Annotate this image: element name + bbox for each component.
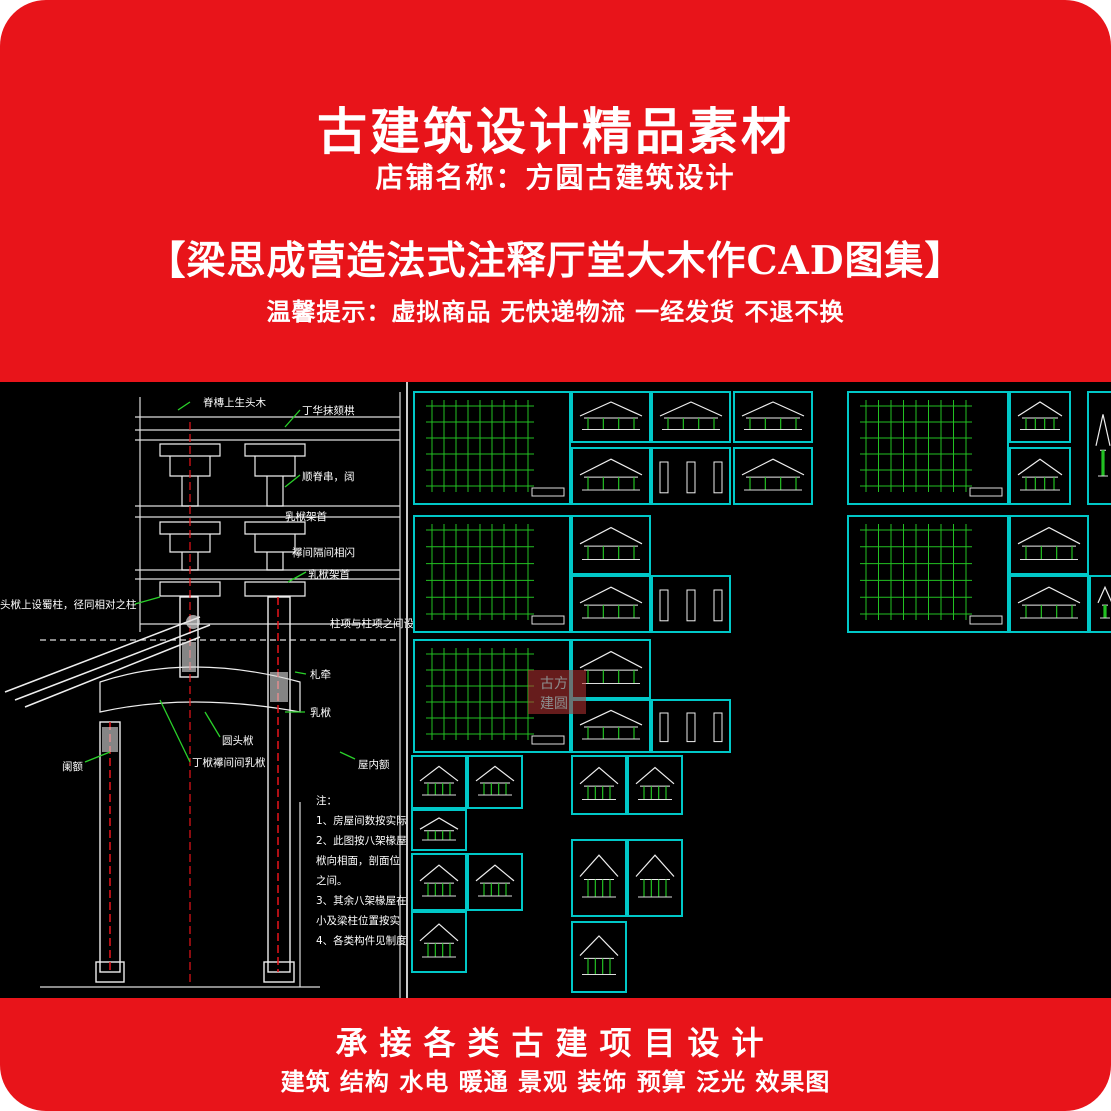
section-sheet (1009, 391, 1071, 443)
note-line: 2、此图按八架椽屋 (316, 834, 407, 847)
note-line: 4、各类构件见制度 (316, 934, 407, 947)
label-column-top: 柱项与柱项之间设 (330, 617, 414, 630)
service-list: 建筑 结构 水电 暖通 景观 装饰 预算 泛光 效果图 (280, 1068, 831, 1096)
stamp-line: 古方 (540, 676, 568, 692)
label-zhaqian: 札牵 (310, 668, 331, 681)
label-ridge-tie: 顺脊串，阔 (302, 470, 355, 483)
section-sheet (627, 839, 683, 917)
section-sheet (571, 755, 627, 815)
elevation-detail (4, 392, 401, 998)
note-line: 栿向相面，剖面位 (316, 854, 400, 867)
label-beam-head-1: 乳栿架首 (285, 510, 327, 523)
section-sheet (651, 391, 731, 443)
detail-sheet (651, 699, 731, 753)
note-line: 注： (316, 794, 337, 807)
drawing-sheet-grid (411, 391, 1111, 993)
section-sheet (627, 755, 683, 815)
label-beam-head-2: 乳栿架首 (308, 568, 350, 581)
section-sheet (411, 911, 467, 973)
cad-drawing-svg: 脊槫上生头木 丁华抹颏栱 顺脊串，阔 乳栿架首 襻间隔间相闪 乳栿架首 头栿上设… (0, 382, 1111, 998)
label-round-beam: 圆头栿 (222, 734, 254, 747)
purchase-tip: 温馨提示：虚拟商品 无快递物流 一经发货 不退不换 (266, 298, 845, 326)
section-sheet (571, 575, 651, 633)
section-sheet (1089, 575, 1111, 633)
detail-sheet (651, 447, 731, 505)
section-sheet (571, 515, 651, 575)
section-sheet (411, 853, 467, 911)
note-line: 小及梁柱位置按实 (316, 914, 400, 927)
section-sheet (571, 921, 627, 993)
floor-plan-sheet (847, 391, 1009, 505)
section-sheet (1009, 447, 1071, 505)
service-slogan: 承接各类古建项目设计 (335, 1024, 776, 1062)
banner-title: 古建筑设计精品素材 (317, 102, 794, 161)
label-dingfu: 丁栿襻间间乳栿 (192, 756, 266, 769)
shop-stamp: 古方 建圆 (528, 670, 586, 714)
section-sheet (571, 699, 651, 753)
section-sheet (1087, 391, 1111, 505)
label-shuzhu: 头栿上设蜀柱，径同相对之柱 (0, 598, 137, 611)
section-sheet (467, 755, 523, 809)
floor-plan-sheet (413, 639, 571, 753)
section-sheet (467, 853, 523, 911)
floor-plan-sheet (847, 515, 1009, 633)
cad-drawing-preview: 脊槫上生头木 丁华抹颏栱 顺脊串，阔 乳栿架首 襻间隔间相闪 乳栿架首 头栿上设… (0, 382, 1111, 998)
note-line: 3、其余八架椽屋在 (316, 894, 407, 907)
section-sheet (571, 839, 627, 917)
label-indoor-lintel: 屋内额 (358, 758, 390, 771)
section-sheet (571, 639, 651, 699)
floor-plan-sheet (413, 515, 571, 633)
note-line: 之间。 (316, 874, 348, 887)
section-sheet (1009, 515, 1089, 575)
section-sheet (411, 755, 467, 809)
label-panjian: 襻间隔间相闪 (292, 546, 355, 559)
drawing-notes: 注： 1、房屋间数按实际 2、此图按八架椽屋 栿向相面，剖面位 之间。 3、其余… (316, 794, 407, 947)
label-ridge-purlin: 脊槫上生头木 (203, 396, 266, 409)
label-rufu: 乳栿 (310, 706, 331, 719)
collection-title: 【梁思成营造法式注释厅堂大木作CAD图集】 (146, 238, 965, 284)
stamp-line: 建圆 (540, 696, 568, 712)
shop-name-line: 店铺名称：方圆古建筑设计 (375, 161, 736, 194)
floor-plan-sheet (413, 391, 571, 505)
label-lane: 阑额 (62, 760, 83, 773)
note-line: 1、房屋间数按实际 (316, 814, 407, 827)
section-sheet (571, 391, 651, 443)
label-dinghua: 丁华抹颏栱 (302, 404, 355, 417)
section-sheet (571, 447, 651, 505)
section-sheet (1009, 575, 1089, 633)
detail-sheet (651, 575, 731, 633)
section-sheet (733, 391, 813, 443)
section-sheet (411, 809, 467, 851)
section-sheet (733, 447, 813, 505)
